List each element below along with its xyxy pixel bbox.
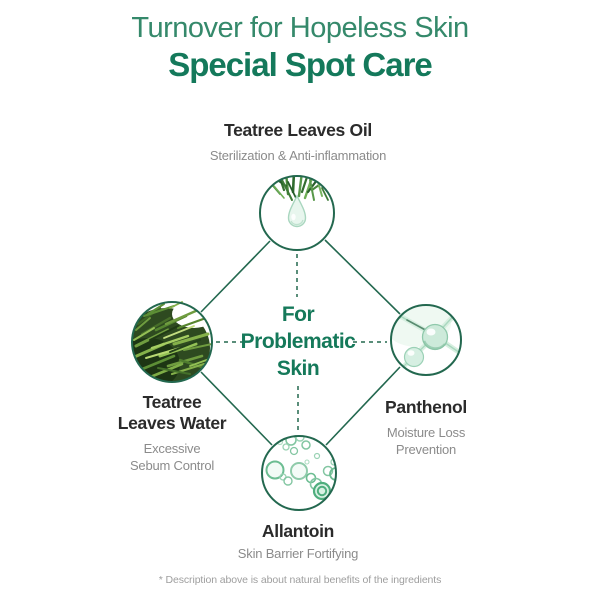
ingredient-benefit: Excessive: [143, 441, 201, 456]
ingredient-benefit: Moisture Loss: [386, 425, 466, 440]
ingredient-benefit: Skin Barrier Fortifying: [237, 546, 359, 561]
solid-connectors: [200, 239, 401, 446]
center-claim: For Problematic Skin: [241, 301, 356, 382]
ingredient-name: Teatree: [142, 392, 202, 412]
panthenol-label: Panthenol Moisture Loss Prevention: [385, 397, 467, 458]
allantoin-bubbles-icon: [261, 435, 337, 511]
footnote: * Description above is about natural ben…: [158, 574, 442, 586]
ingredient-benefit: Prevention: [395, 442, 457, 457]
ingredient-name: Leaves Water: [117, 413, 227, 433]
teatree-oil-droplet-icon: [259, 175, 335, 251]
allantoin-node: [260, 434, 338, 512]
center-claim-line: For: [281, 303, 315, 326]
ingredient-benefit: Sterilization & Anti-inflammation: [209, 148, 387, 163]
allantoin-label: Allantoin Skin Barrier Fortifying: [237, 521, 359, 562]
ingredient-name: Panthenol: [385, 397, 467, 417]
panthenol-node: [389, 303, 463, 377]
header-subtitle: Turnover for Hopeless Skin: [131, 12, 469, 44]
ingredient-name: Allantoin: [261, 521, 335, 541]
center-claim-line: Skin: [276, 357, 320, 380]
teatree-oil-label: Teatree Leaves Oil Sterilization & Anti-…: [210, 120, 386, 164]
teatree-water-label: Teatree Leaves Water Excessive Sebum Con…: [118, 392, 227, 474]
teatree-water-node: [130, 300, 214, 384]
teatree-oil-node: [258, 174, 336, 252]
teatree-leaves-icon: [131, 301, 213, 383]
dashed-connectors: [216, 254, 387, 432]
ingredient-benefit: Sebum Control: [129, 458, 215, 473]
panthenol-molecule-icon: [390, 304, 462, 376]
ingredient-name: Teatree Leaves Oil: [224, 120, 372, 140]
center-claim-line: Problematic: [240, 330, 356, 353]
page-title: Special Spot Care: [168, 46, 433, 83]
